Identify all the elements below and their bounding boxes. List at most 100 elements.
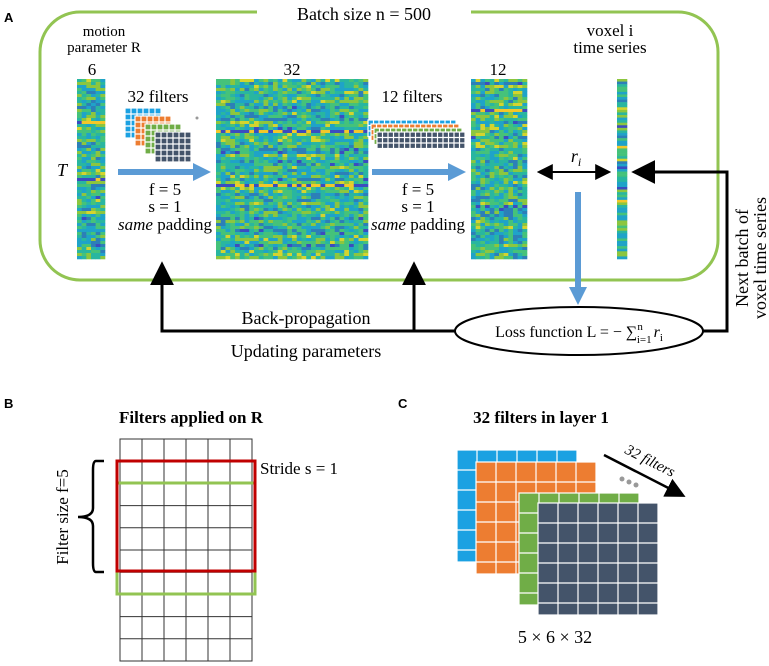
heatmap-cell [358,79,364,83]
heatmap-cell [216,82,222,86]
heatmap-cell [475,196,481,200]
heatmap-cell [91,223,96,227]
heatmap-cell [244,169,250,173]
heatmap-cell [349,112,355,116]
heatmap-cell [235,154,241,158]
heatmap-cell [86,124,92,128]
heatmap-cell [489,193,495,197]
heatmap-cell [494,241,500,245]
heatmap-cell [282,97,288,101]
heatmap-cell [353,211,359,215]
heatmap-cell [306,256,312,260]
heatmap-cell [306,136,312,140]
heatmap-cell [287,136,293,140]
heatmap-cell [499,244,504,248]
heatmap-cell [277,217,283,221]
heatmap-cell [475,208,481,212]
heatmap-cell [480,184,486,188]
heatmap-cell [339,124,345,128]
heatmap-cell [353,157,359,161]
heatmap-cell [220,160,226,164]
heatmap-cell [330,241,336,245]
heatmap-cell [334,106,340,110]
heatmap-cell [358,148,364,152]
heatmap-cell [480,163,486,167]
heatmap-cell [86,205,92,209]
heatmap-cell [268,187,274,191]
heatmap-cell [485,229,490,233]
heatmap-cell [263,112,269,116]
heatmap-cell [220,181,226,185]
heatmap-cell [86,82,92,86]
heatmap-cell [334,181,340,185]
heatmap-cell [301,214,307,218]
heatmap-cell [325,103,331,107]
heatmap-cell [339,244,345,248]
heatmap-cell [503,247,509,251]
heatmap-cell [239,115,245,119]
heatmap-cell [86,85,92,89]
heatmap-cell [216,202,222,206]
heatmap-cell [301,130,307,134]
heatmap-cell [330,190,336,194]
heatmap-cell [349,187,355,191]
heatmap-cell [292,253,298,257]
heatmap-cell [517,94,523,98]
heatmap-cell [330,100,336,104]
heatmap-cell [508,253,514,257]
heatmap-cell [249,199,255,203]
heatmap-cell [344,202,350,206]
heatmap-cell [277,226,283,230]
heatmap-cell [254,199,260,203]
heatmap-cell [100,232,106,236]
heatmap-cell [220,211,226,215]
dims-label: 5 × 6 × 32 [518,627,592,647]
heatmap-cell [508,106,514,110]
heatmap-cell [77,202,82,206]
heatmap-cell [522,127,528,131]
heatmap-cell [330,217,336,221]
heatmap-cell [244,79,250,83]
heatmap-cell [277,247,283,251]
heatmap-cell [513,250,518,254]
heatmap-cell [344,169,350,173]
heatmap-cell [216,217,222,221]
heatmap-cell [273,202,279,206]
heatmap-cell [339,148,345,152]
heatmap-cell [244,109,250,113]
heatmap-cell [244,160,250,164]
heatmap-cell [282,247,288,251]
heatmap-cell [522,97,528,101]
heatmap-cell [95,190,101,194]
heatmap-cell [311,229,317,233]
heatmap-cell [95,214,101,218]
heatmap-cell [301,145,307,149]
heatmap-cell [499,250,504,254]
heatmap-cell [503,220,509,224]
heatmap-cell [216,106,222,110]
heatmap-cell [292,214,298,218]
heatmap-cell [306,79,312,83]
heatmap-cell [95,199,101,203]
heatmap-cell [617,207,628,211]
heatmap-cell [489,199,495,203]
heatmap-cell [100,193,106,197]
heatmap-cell [258,97,264,101]
heatmap-cell [513,124,518,128]
heatmap-cell [282,157,288,161]
heatmap-cell [91,106,96,110]
heatmap-cell [617,251,628,255]
heatmap-cell [334,235,340,239]
heatmap-cell [334,175,340,179]
heatmap-cell [471,124,476,128]
heatmap-cell [81,106,87,110]
heatmap-cell [277,130,283,134]
heatmap-cell [292,130,298,134]
heatmap-cell [513,217,518,221]
heatmap-cell [249,229,255,233]
heatmap-cell [306,154,312,158]
heatmap-cell [325,247,331,251]
heatmap-cell [358,160,364,164]
heatmap-cell [617,223,628,226]
heatmap-cell [258,226,264,230]
